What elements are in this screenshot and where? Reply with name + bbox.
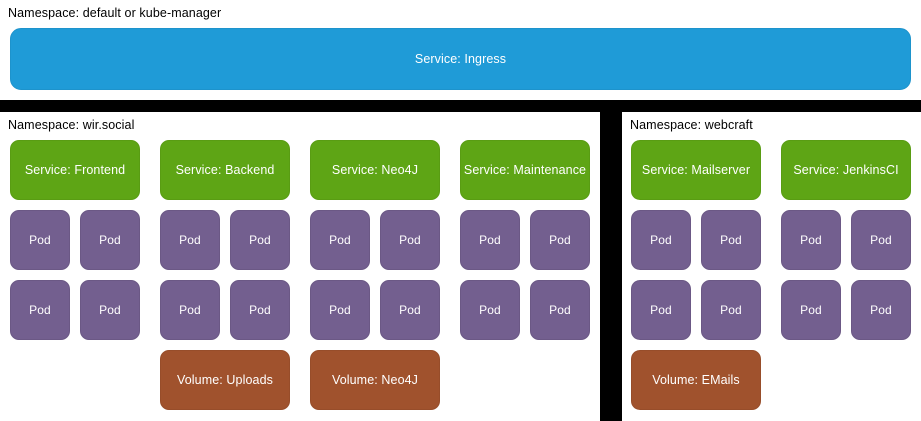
namespace-label-wir-social: Namespace: wir.social xyxy=(8,118,135,132)
pod-node[interactable]: Pod xyxy=(80,280,140,340)
namespace-panel-webcraft: Namespace: webcraft Service: Mailserver … xyxy=(622,112,921,421)
pod-node[interactable]: Pod xyxy=(460,280,520,340)
service-node-frontend[interactable]: Service: Frontend xyxy=(10,140,140,200)
pod-node[interactable]: Pod xyxy=(631,210,691,270)
pod-node[interactable]: Pod xyxy=(380,280,440,340)
service-node-backend[interactable]: Service: Backend xyxy=(160,140,290,200)
pod-node[interactable]: Pod xyxy=(530,210,590,270)
pod-node[interactable]: Pod xyxy=(380,210,440,270)
pod-node[interactable]: Pod xyxy=(230,280,290,340)
pod-node[interactable]: Pod xyxy=(530,280,590,340)
namespace-panel-default-kube-manager: Namespace: default or kube-manager Servi… xyxy=(0,0,921,100)
namespace-panel-wir-social: Namespace: wir.social Service: Frontend … xyxy=(0,112,600,421)
pod-node[interactable]: Pod xyxy=(631,280,691,340)
pod-node[interactable]: Pod xyxy=(701,210,761,270)
volume-node-emails[interactable]: Volume: EMails xyxy=(631,350,761,410)
pod-node[interactable]: Pod xyxy=(10,210,70,270)
service-node-neo4j[interactable]: Service: Neo4J xyxy=(310,140,440,200)
service-node-jenkinsci[interactable]: Service: JenkinsCI xyxy=(781,140,911,200)
pod-node[interactable]: Pod xyxy=(80,210,140,270)
service-node-mailserver[interactable]: Service: Mailserver xyxy=(631,140,761,200)
service-node-maintenance[interactable]: Service: Maintenance xyxy=(460,140,590,200)
service-node-ingress[interactable]: Service: Ingress xyxy=(10,28,911,90)
pod-node[interactable]: Pod xyxy=(310,280,370,340)
pod-node[interactable]: Pod xyxy=(160,210,220,270)
pod-node[interactable]: Pod xyxy=(10,280,70,340)
namespace-label-webcraft: Namespace: webcraft xyxy=(630,118,753,132)
pod-node[interactable]: Pod xyxy=(310,210,370,270)
pod-node[interactable]: Pod xyxy=(851,210,911,270)
pod-node[interactable]: Pod xyxy=(851,280,911,340)
pod-node[interactable]: Pod xyxy=(781,210,841,270)
volume-node-uploads[interactable]: Volume: Uploads xyxy=(160,350,290,410)
pod-node[interactable]: Pod xyxy=(230,210,290,270)
pod-node[interactable]: Pod xyxy=(460,210,520,270)
namespace-label-default-kube-manager: Namespace: default or kube-manager xyxy=(8,6,222,20)
pod-node[interactable]: Pod xyxy=(781,280,841,340)
pod-node[interactable]: Pod xyxy=(701,280,761,340)
pod-node[interactable]: Pod xyxy=(160,280,220,340)
volume-node-neo4j[interactable]: Volume: Neo4J xyxy=(310,350,440,410)
